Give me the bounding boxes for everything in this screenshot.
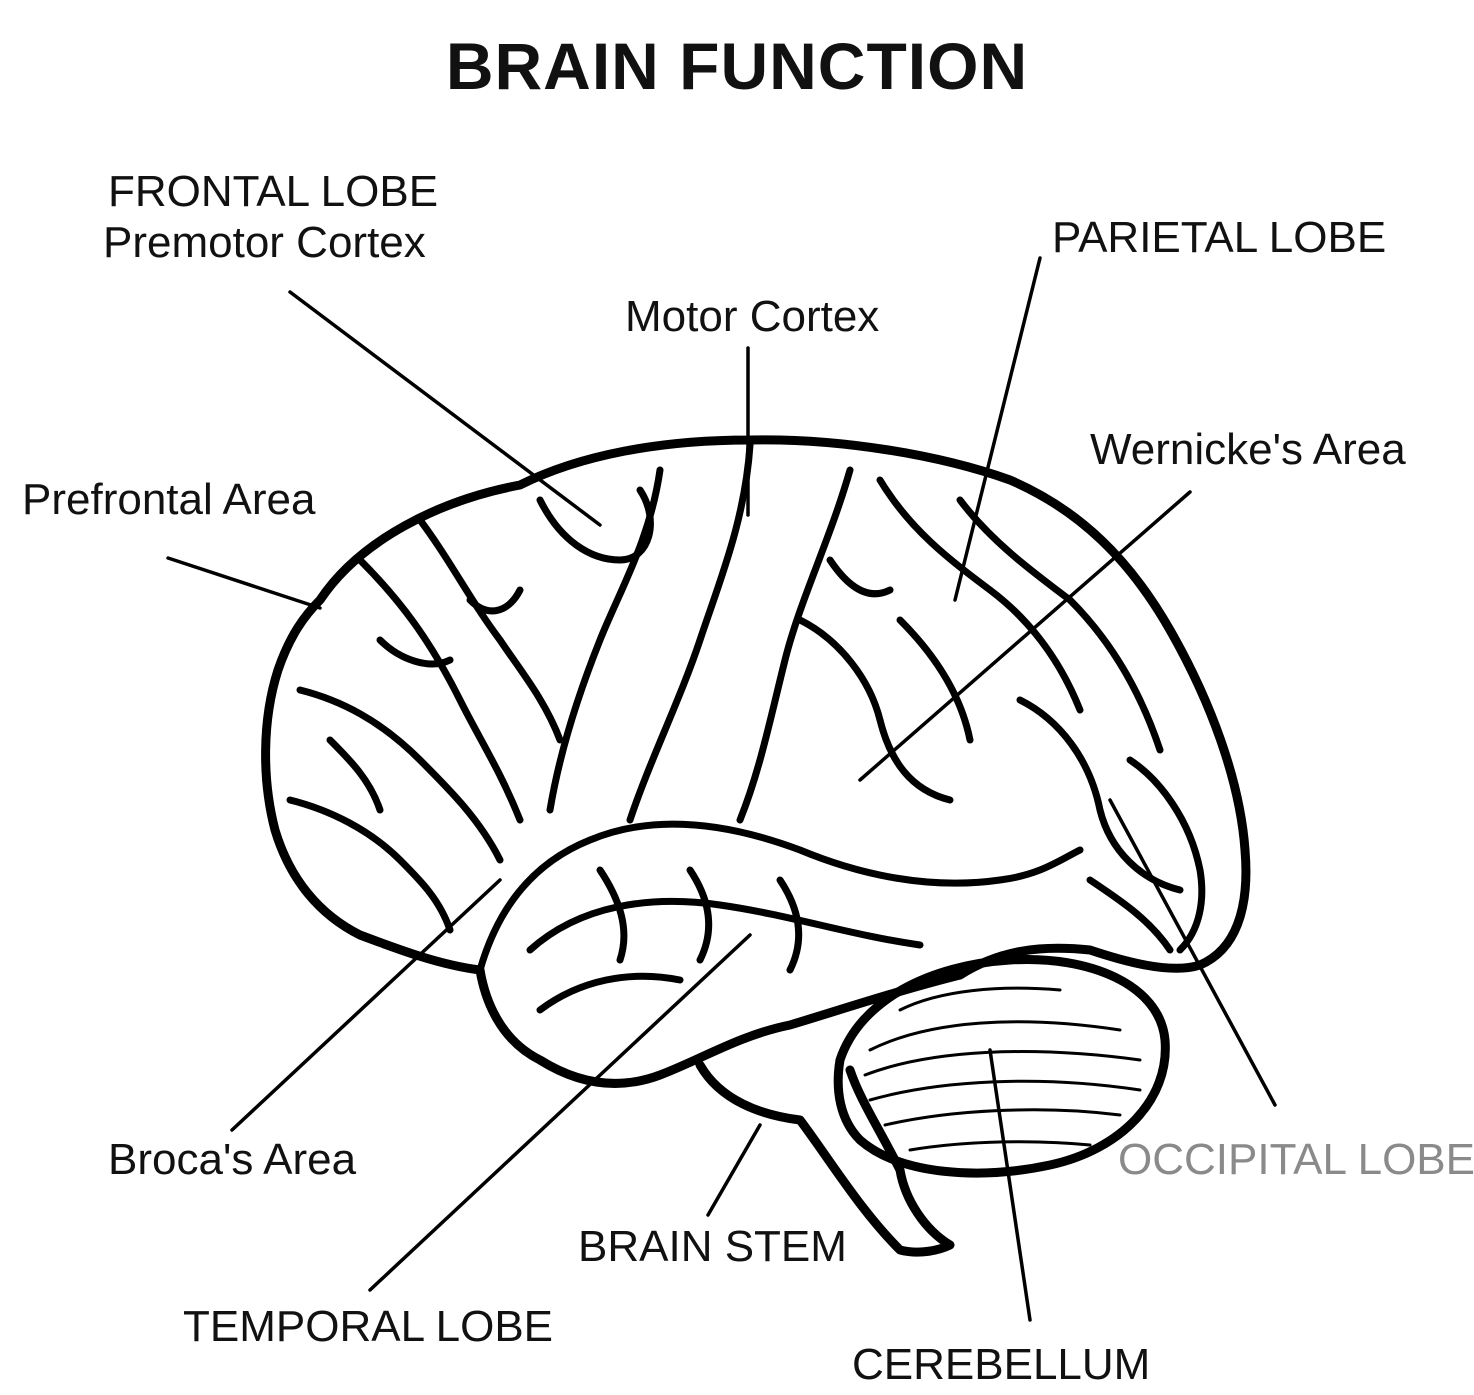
- label-motor-cortex: Motor Cortex: [625, 292, 879, 342]
- label-prefrontal-area: Prefrontal Area: [22, 475, 316, 525]
- label-frontal-lobe: FRONTAL LOBE: [108, 167, 438, 217]
- label-brain-stem: BRAIN STEM: [578, 1222, 847, 1272]
- label-cerebellum: CEREBELLUM: [852, 1340, 1150, 1390]
- leader-prefrontal-area: [168, 558, 320, 608]
- label-parietal-lobe: PARIETAL LOBE: [1052, 213, 1386, 263]
- temporal-gyrus: [530, 901, 920, 950]
- leader-brain-stem: [708, 1125, 760, 1215]
- leader-brocas-area: [232, 880, 500, 1130]
- sylvian-fissure: [480, 824, 1080, 970]
- cerebrum-outline: [266, 440, 1246, 1084]
- leader-wernickes-area: [860, 492, 1190, 780]
- label-brocas-area: Broca's Area: [108, 1135, 356, 1185]
- label-temporal-lobe: TEMPORAL LOBE: [183, 1302, 553, 1352]
- leader-premotor-cortex: [290, 292, 600, 525]
- label-premotor-cortex: Premotor Cortex: [103, 218, 426, 268]
- label-occipital-lobe: OCCIPITAL LOBE: [1118, 1135, 1474, 1185]
- leader-cerebellum: [990, 1050, 1030, 1320]
- precentral-sulcus: [550, 470, 660, 810]
- leader-parietal-lobe: [955, 258, 1040, 600]
- label-wernickes-area: Wernicke's Area: [1090, 425, 1406, 475]
